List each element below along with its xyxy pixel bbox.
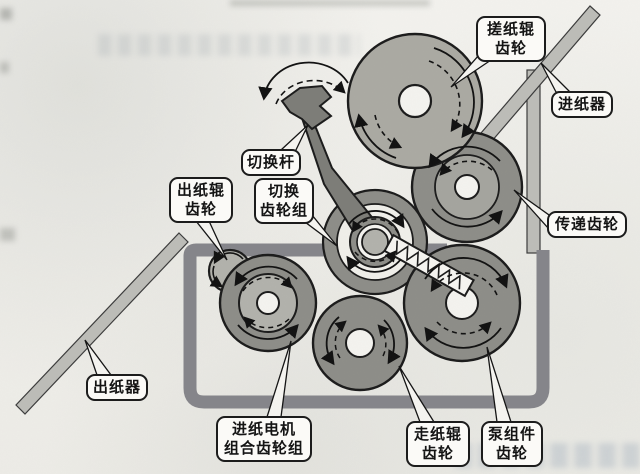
label-switch-gear-group: 切换 齿轮组	[254, 178, 314, 224]
label-pickup-roller-gear: 搓纸辊 齿轮	[476, 16, 546, 62]
label-pump-assembly-gear: 泵组件 齿轮	[481, 421, 543, 467]
label-feed-motor-gear-group: 进纸电机 组合齿轮组	[216, 416, 312, 462]
label-output-tray: 出纸器	[86, 374, 148, 401]
label-switch-lever: 切换杆	[241, 149, 301, 176]
label-paper-feed-roller-gear: 走纸辊 齿轮	[406, 421, 470, 467]
label-output-roller-gear: 出纸辊 齿轮	[169, 177, 233, 223]
label-transfer-gear: 传递齿轮	[547, 211, 627, 238]
label-paper-feeder: 进纸器	[551, 91, 613, 118]
